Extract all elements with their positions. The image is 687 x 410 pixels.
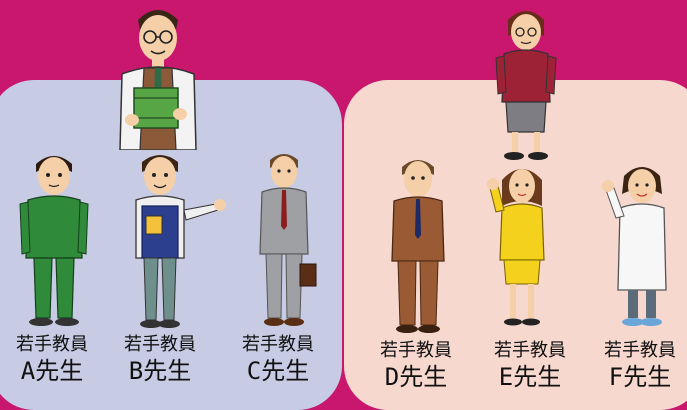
teacher-f-name: F先生 [608,363,672,391]
teacher-c-name: C先生 [246,357,310,385]
teacher-b-role: 若手教員 [124,334,196,355]
teacher-f-role: 若手教員 [604,340,676,361]
teacher-d-role: 若手教員 [380,340,452,361]
mentor-teacher-female-figure [495,11,557,160]
teacher-c-figure [259,154,317,326]
teacher-b-name: B先生 [128,357,192,385]
teacher-a-label: 若手教員 A先生 [2,334,102,386]
teacher-e-label: 若手教員 E先生 [480,340,580,392]
teacher-e-name: E先生 [498,363,562,391]
teacher-f-label: 若手教員 F先生 [590,340,687,392]
teacher-a-name: A先生 [20,357,84,385]
teacher-f-figure [602,167,667,326]
teacher-e-role: 若手教員 [494,340,566,361]
teacher-b-figure [135,155,226,328]
teacher-b-label: 若手教員 B先生 [110,334,210,386]
teacher-d-name: D先生 [384,363,448,391]
teacher-e-figure [487,169,545,326]
teacher-a-role: 若手教員 [16,334,88,355]
header-strip [0,0,687,10]
teacher-c-label: 若手教員 C先生 [228,334,328,386]
mentor-teacher-male-figure [119,10,197,150]
teacher-d-label: 若手教員 D先生 [366,340,466,392]
teacher-c-role: 若手教員 [242,334,314,355]
teacher-d-figure [391,160,445,333]
teacher-a-figure [19,156,89,326]
